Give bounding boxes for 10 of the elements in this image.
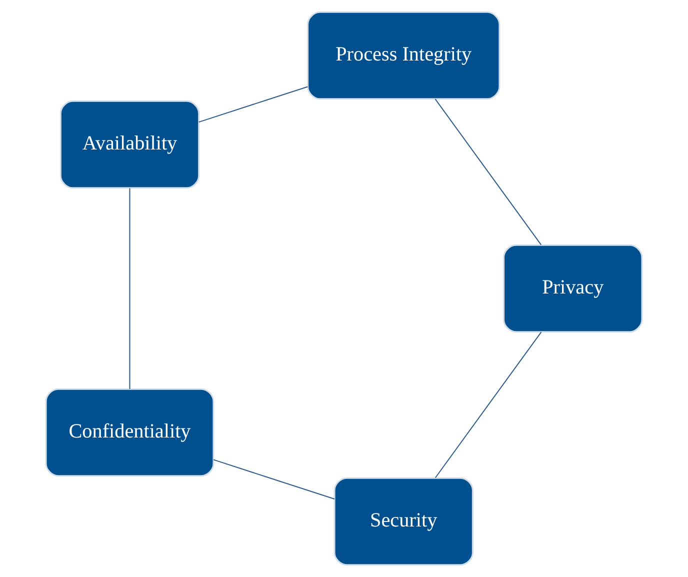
node-box: Confidentiality xyxy=(45,388,214,477)
connector xyxy=(129,188,130,390)
connector xyxy=(434,332,542,478)
connector xyxy=(434,98,542,246)
node-box: Security xyxy=(334,477,474,566)
node-box: Process Integrity xyxy=(307,11,500,100)
connector xyxy=(213,459,335,500)
node-box: Privacy xyxy=(503,244,643,333)
connector xyxy=(198,86,308,123)
node-box: Availability xyxy=(60,100,200,189)
